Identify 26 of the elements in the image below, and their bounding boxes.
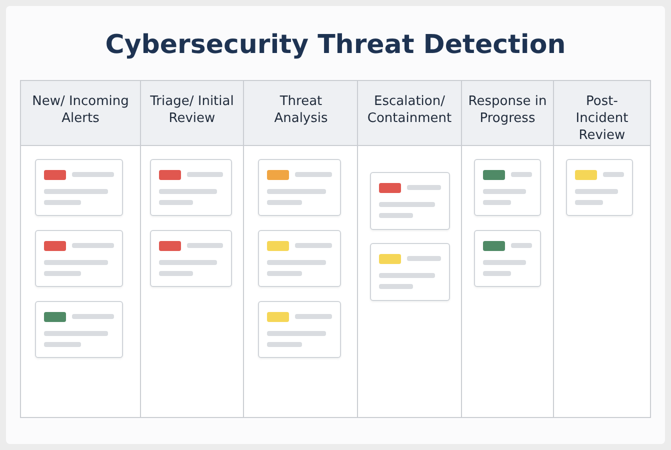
task-card — [474, 159, 541, 216]
column-title: Post-Incident Review — [574, 93, 630, 144]
task-card — [258, 230, 341, 287]
task-card — [370, 172, 450, 230]
column-title: Response in Progress — [467, 93, 548, 127]
kanban-column — [553, 80, 651, 418]
task-card — [35, 301, 123, 358]
kanban-column — [140, 80, 244, 418]
task-card — [35, 230, 123, 287]
task-card — [566, 159, 633, 216]
kanban-column — [20, 80, 141, 418]
kanban-column — [461, 80, 554, 418]
task-card — [258, 301, 341, 358]
kanban-column — [357, 80, 462, 418]
title: Cybersecurity Threat Detection — [104, 30, 567, 60]
column-title: New/ Incoming Alerts — [31, 93, 130, 127]
kanban-column — [243, 80, 359, 418]
column-title: Threat Analysis — [273, 93, 329, 127]
task-card — [258, 159, 341, 216]
column-title: Triage/ Initial Review — [149, 93, 235, 127]
column-title: Escalation/ Containment — [366, 93, 453, 127]
task-card — [35, 159, 123, 216]
task-card — [474, 230, 541, 287]
task-card — [150, 230, 232, 287]
task-card — [370, 243, 450, 301]
task-card — [150, 159, 232, 216]
